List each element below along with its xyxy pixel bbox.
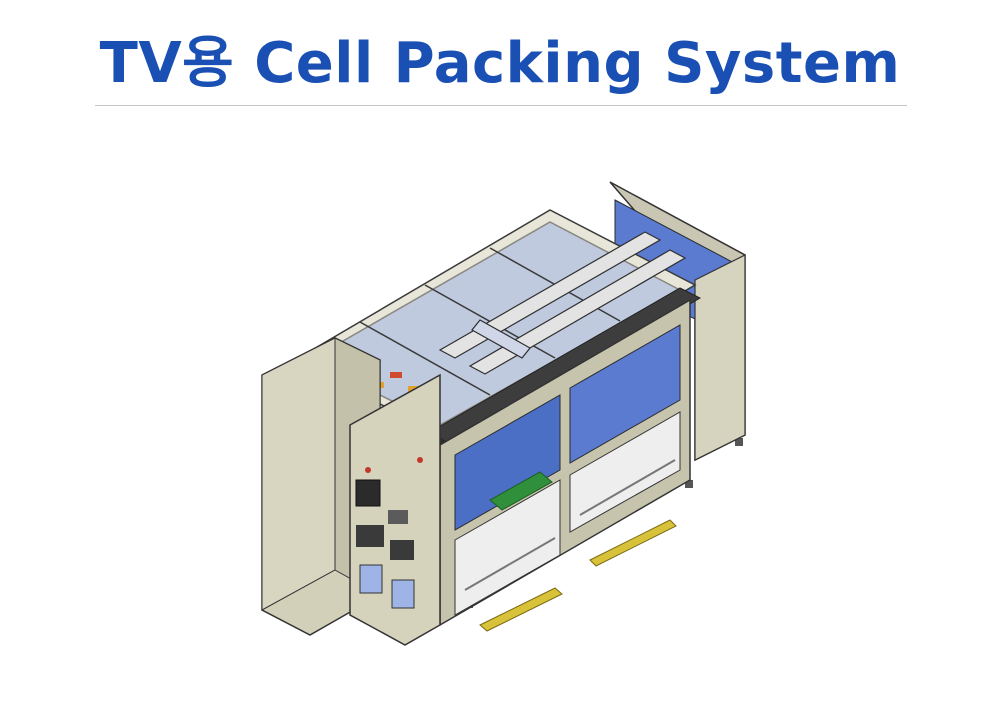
operator-panel: [349, 373, 441, 646]
title-divider: [95, 105, 907, 106]
machine-illustration: [261, 181, 746, 646]
gantry-rails: [438, 231, 687, 375]
safety-bars: [479, 519, 677, 632]
main-body: [439, 298, 691, 627]
page-title: TV용 Cell Packing System: [99, 31, 901, 96]
